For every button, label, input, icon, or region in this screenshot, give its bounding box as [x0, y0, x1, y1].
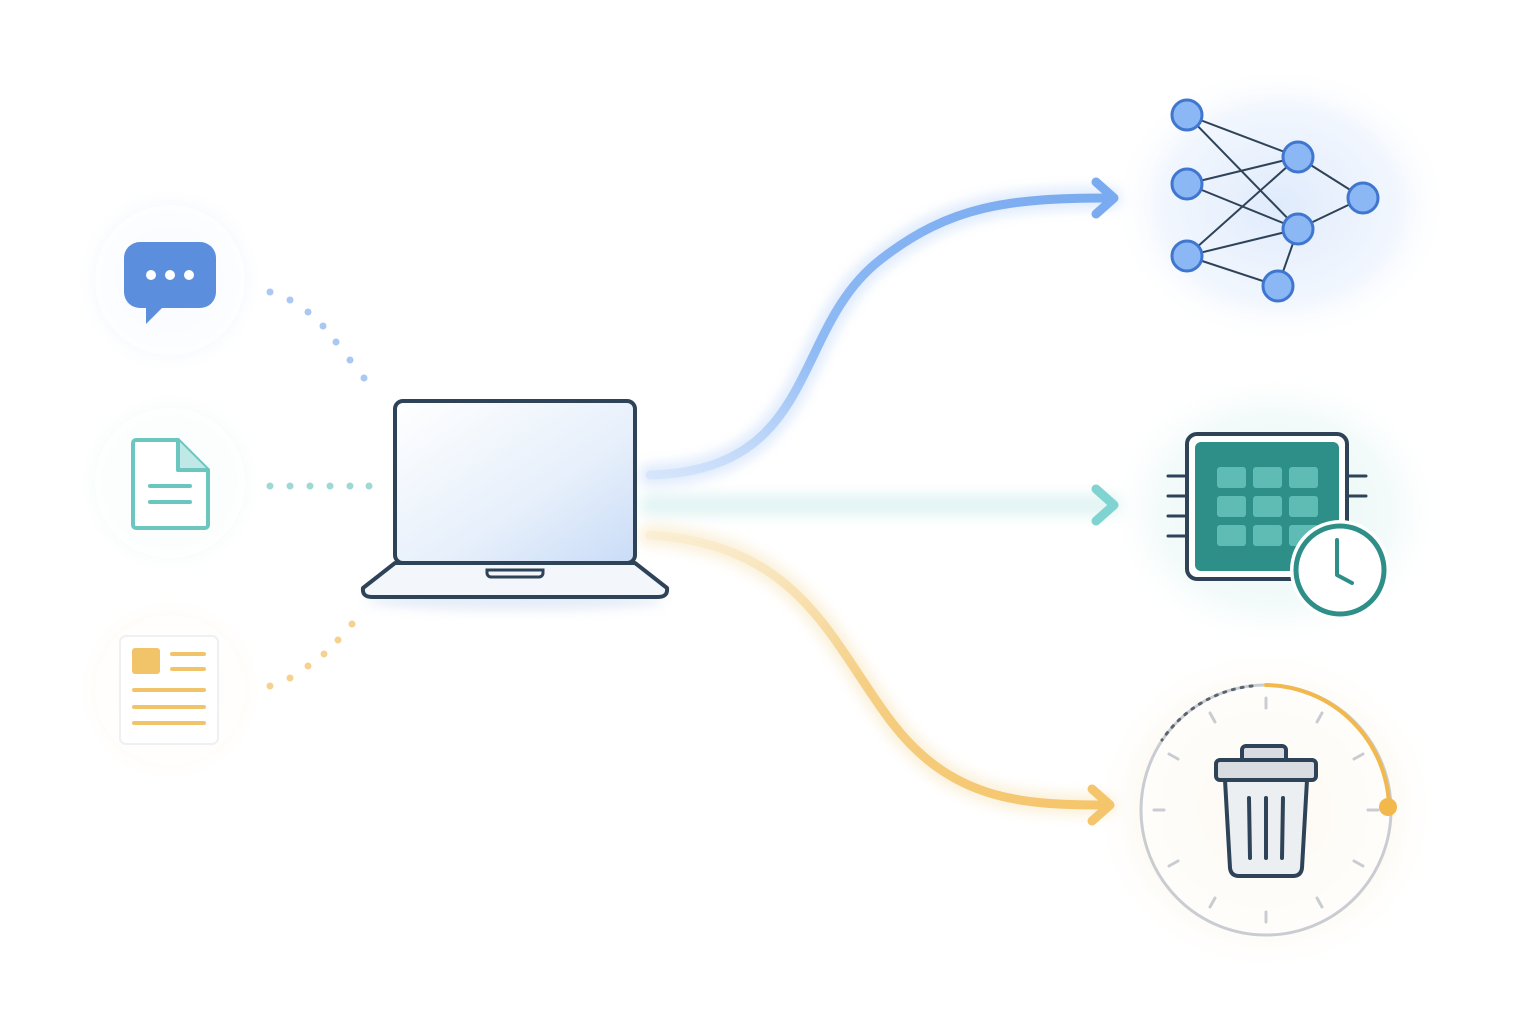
trash-timer-icon — [1139, 683, 1397, 937]
neural-network-icon — [1170, 98, 1380, 303]
flow-to-trash — [645, 530, 1115, 826]
arrowhead-icon — [1091, 484, 1119, 526]
chat-bubble-icon — [124, 242, 216, 324]
chip-pins — [1166, 474, 1368, 538]
document-icon — [131, 438, 210, 530]
timer-dashes — [1160, 684, 1254, 742]
trash-can-icon — [1214, 744, 1318, 878]
arrowhead-icon — [1087, 784, 1115, 826]
article-connector — [266, 620, 356, 690]
document-connector — [266, 482, 373, 490]
laptop-icon — [360, 399, 670, 610]
flow-to-neural-network — [645, 177, 1119, 480]
clock-icon — [1293, 523, 1387, 617]
chip-clock-icon — [1166, 432, 1390, 620]
chat-connector — [266, 288, 368, 382]
flow-to-chip — [645, 484, 1119, 526]
timer-progress-arc — [1264, 683, 1391, 807]
article-icon — [119, 635, 219, 745]
network-glow — [1110, 65, 1450, 345]
arrowhead-icon — [1091, 177, 1119, 219]
timer-ticks — [1152, 696, 1380, 924]
timer-knob — [1379, 798, 1397, 816]
